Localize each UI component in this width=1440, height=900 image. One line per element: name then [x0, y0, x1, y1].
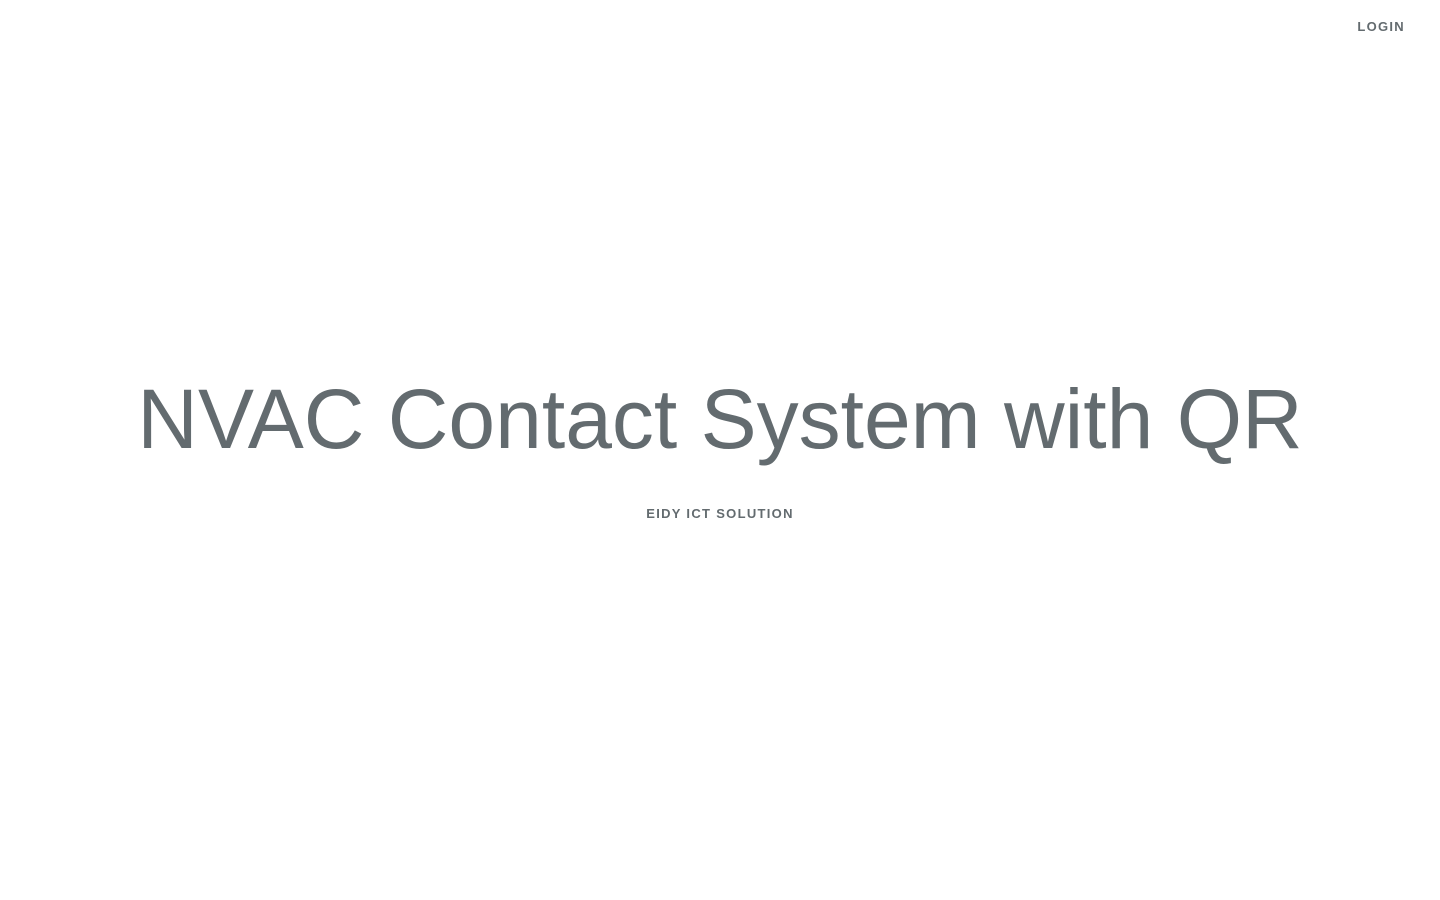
hero-links: EIDY ICT SOLUTION — [646, 505, 794, 523]
page-title: NVAC Contact System with QR — [137, 372, 1303, 466]
brand-link[interactable]: EIDY ICT SOLUTION — [646, 506, 794, 521]
login-link[interactable]: LOGIN — [1357, 19, 1405, 34]
top-nav: LOGIN — [1357, 18, 1405, 36]
